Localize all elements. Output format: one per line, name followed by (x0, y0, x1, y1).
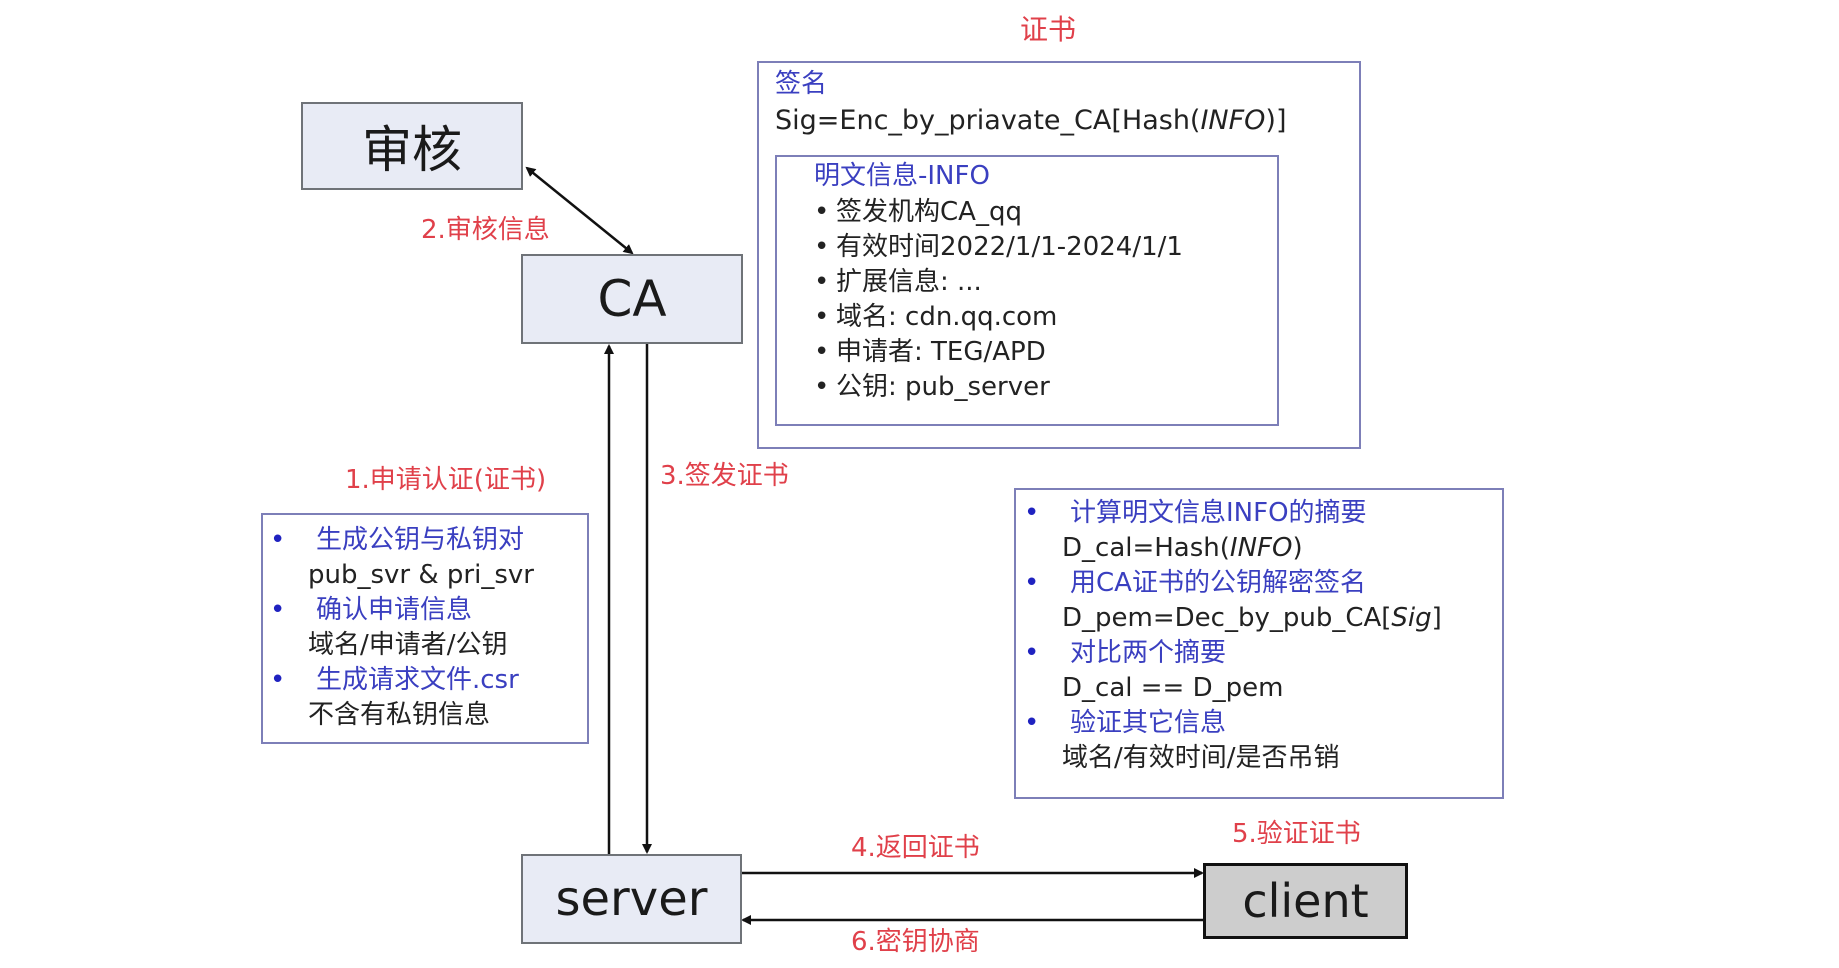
info-item: •有效时间2022/1/1-2024/1/1 (814, 230, 1183, 265)
bullet-icon: • (814, 197, 830, 227)
verify-title: •对比两个摘要 (1024, 636, 1442, 671)
info-panel: 明文信息-INFO •签发机构CA_qq •有效时间2022/1/1-2024/… (775, 155, 1279, 426)
server-node: server (521, 854, 742, 944)
verify-detail: D_cal == D_pem (1062, 673, 1284, 703)
server-steps-list: •生成公钥与私钥对 pub_svr & pri_svr •确认申请信息 域名/申… (270, 523, 534, 733)
bullet-icon: • (1024, 638, 1040, 668)
step-detail: 域名/申请者/公钥 (308, 630, 508, 660)
verify-detail: D_cal=Hash(INFO) (1062, 533, 1303, 563)
step-detail: 不含有私钥信息 (308, 700, 491, 730)
verify-detail: D_pem=Dec_by_pub_CA[Sig] (1062, 603, 1442, 633)
info-item: •扩展信息: ... (814, 265, 1183, 300)
step6-label: 6.密钥协商 (851, 927, 980, 957)
info-heading: 明文信息-INFO (814, 161, 990, 191)
review-node: 审核 (301, 102, 523, 190)
ca-node: CA (521, 254, 743, 344)
signature-heading: 签名 (775, 69, 828, 99)
bullet-icon: • (814, 267, 830, 297)
bullet-icon: • (1024, 708, 1040, 738)
client-node: client (1203, 863, 1408, 939)
info-list: •签发机构CA_qq •有效时间2022/1/1-2024/1/1 •扩展信息:… (814, 195, 1183, 405)
bullet-icon: • (814, 372, 830, 402)
client-verify-panel: •计算明文信息INFO的摘要 D_cal=Hash(INFO) •用CA证书的公… (1014, 488, 1504, 799)
bullet-icon: • (1024, 498, 1040, 528)
bullet-icon: • (270, 525, 286, 555)
review-label: 审核 (362, 121, 462, 179)
ca-label: CA (597, 270, 667, 328)
signature-formula: Sig=Enc_by_priavate_CA[Hash(INFO)] (775, 105, 1287, 136)
certificate-title: 证书 (1020, 13, 1077, 46)
bullet-icon: • (1024, 568, 1040, 598)
info-item: •申请者: TEG/APD (814, 335, 1183, 370)
bullet-icon: • (270, 665, 286, 695)
bullet-icon: • (814, 337, 830, 367)
step-title: •确认申请信息 (270, 593, 534, 628)
verify-title: •用CA证书的公钥解密签名 (1024, 566, 1442, 601)
info-item: •签发机构CA_qq (814, 195, 1183, 230)
info-item: •域名: cdn.qq.com (814, 300, 1183, 335)
arrow-review-ca (525, 166, 634, 255)
client-label: client (1242, 874, 1369, 928)
verify-detail: 域名/有效时间/是否吊销 (1062, 743, 1340, 773)
verify-title: •验证其它信息 (1024, 706, 1442, 741)
step1-label: 1.申请认证(证书) (345, 465, 547, 495)
client-verify-list: •计算明文信息INFO的摘要 D_cal=Hash(INFO) •用CA证书的公… (1024, 496, 1442, 776)
info-item: •公钥: pub_server (814, 370, 1183, 405)
bullet-icon: • (270, 595, 286, 625)
step2-label: 2.审核信息 (421, 215, 550, 245)
step-title: •生成请求文件.csr (270, 663, 534, 698)
server-steps-panel: •生成公钥与私钥对 pub_svr & pri_svr •确认申请信息 域名/申… (261, 513, 589, 744)
step5-label: 5.验证证书 (1232, 819, 1361, 849)
bullet-icon: • (814, 232, 830, 262)
bullet-icon: • (814, 302, 830, 332)
step4-label: 4.返回证书 (851, 833, 980, 863)
server-label: server (555, 871, 708, 927)
verify-title: •计算明文信息INFO的摘要 (1024, 496, 1442, 531)
step-detail: pub_svr & pri_svr (308, 560, 534, 590)
step3-label: 3.签发证书 (660, 461, 789, 491)
step-title: •生成公钥与私钥对 (270, 523, 534, 558)
